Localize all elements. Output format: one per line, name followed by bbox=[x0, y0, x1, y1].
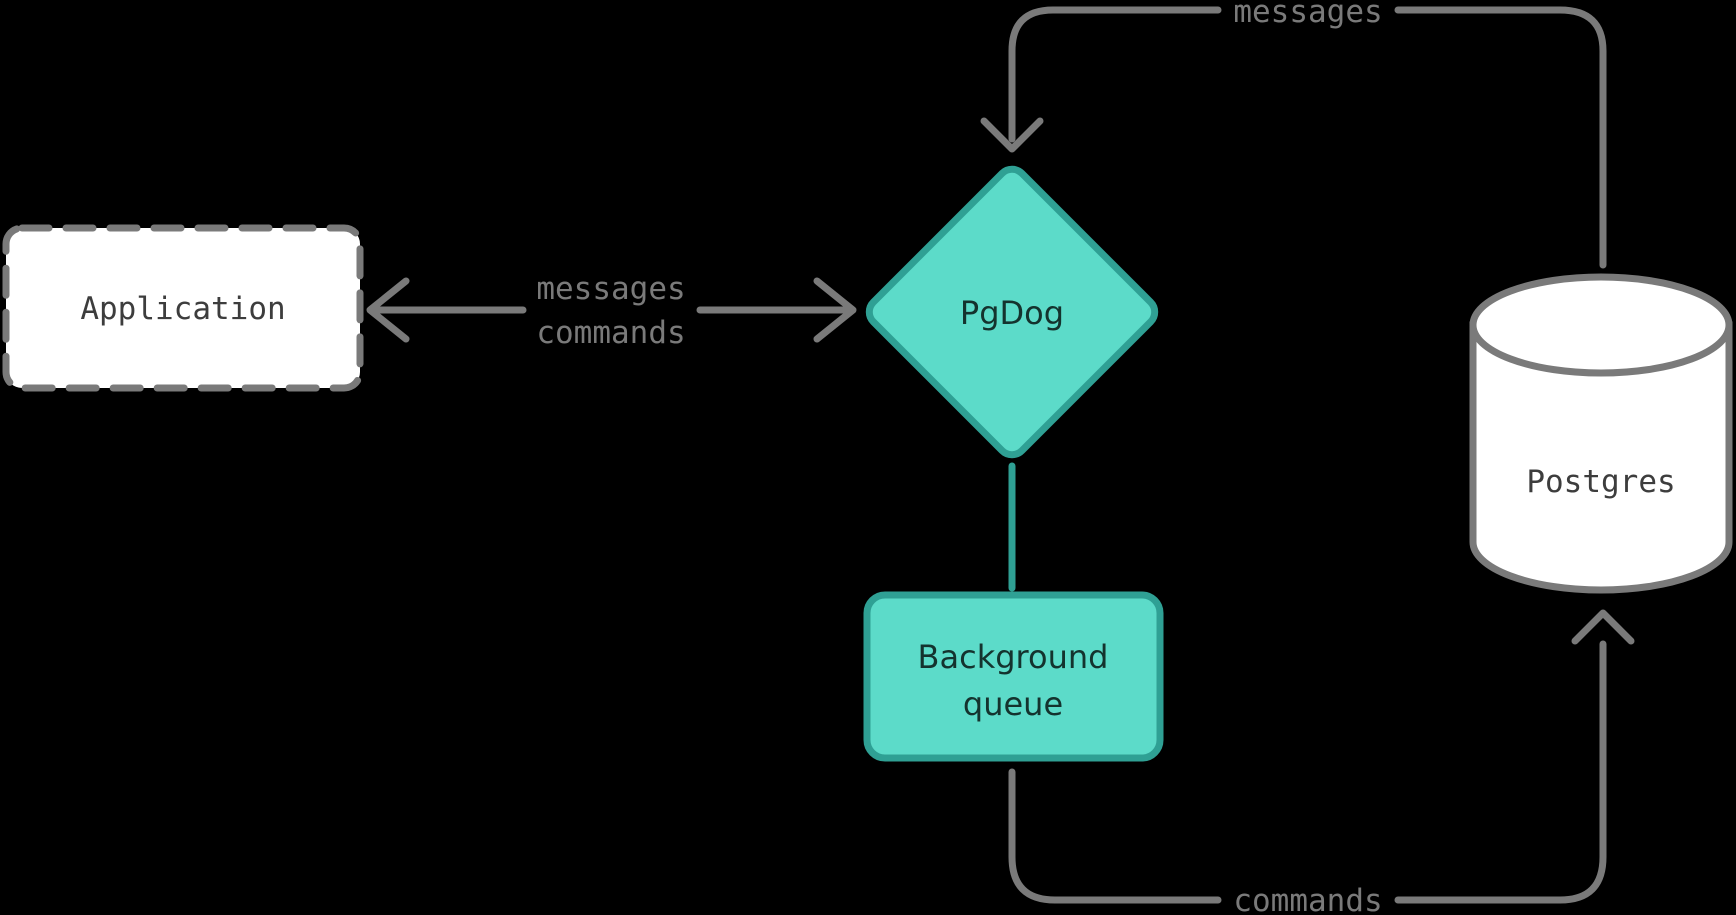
edge-line bbox=[1394, 640, 1607, 904]
postgres-cylinder-body bbox=[1469, 321, 1733, 594]
background-queue-label-line1: Background bbox=[918, 638, 1109, 676]
background-queue-box bbox=[863, 591, 1164, 762]
edge-line bbox=[1008, 6, 1222, 143]
arrowhead-up-icon bbox=[1571, 609, 1635, 645]
edge-queue-to-postgres: commands bbox=[1008, 609, 1635, 915]
node-postgres: Postgres bbox=[1469, 273, 1733, 594]
application-box bbox=[2, 224, 364, 392]
edge-postgres-to-pgdog: messages bbox=[980, 0, 1607, 269]
edge-label-messages-mid: messages bbox=[536, 271, 685, 307]
node-background-queue: Background queue bbox=[863, 591, 1164, 762]
arrowhead-left-icon bbox=[366, 277, 410, 343]
arrowhead-right-icon bbox=[813, 277, 857, 343]
postgres-label: Postgres bbox=[1526, 464, 1675, 500]
postgres-cylinder-top bbox=[1469, 273, 1733, 377]
node-pgdog: PgDog bbox=[865, 165, 1159, 459]
edge-label-messages-top: messages bbox=[1233, 0, 1382, 30]
arrowhead-down-icon bbox=[980, 117, 1044, 153]
edge-label-commands-bottom: commands bbox=[1233, 883, 1382, 915]
pgdog-label: PgDog bbox=[960, 294, 1064, 332]
edge-label-commands-mid: commands bbox=[536, 315, 685, 351]
background-queue-label-line2: queue bbox=[963, 685, 1063, 723]
edge-application-pgdog: messages commands bbox=[366, 271, 857, 351]
application-label: Application bbox=[80, 291, 285, 327]
edge-line bbox=[1394, 6, 1607, 269]
edge-line bbox=[1008, 768, 1222, 904]
node-application: Application bbox=[2, 224, 364, 392]
pgdog-diamond bbox=[865, 165, 1159, 459]
